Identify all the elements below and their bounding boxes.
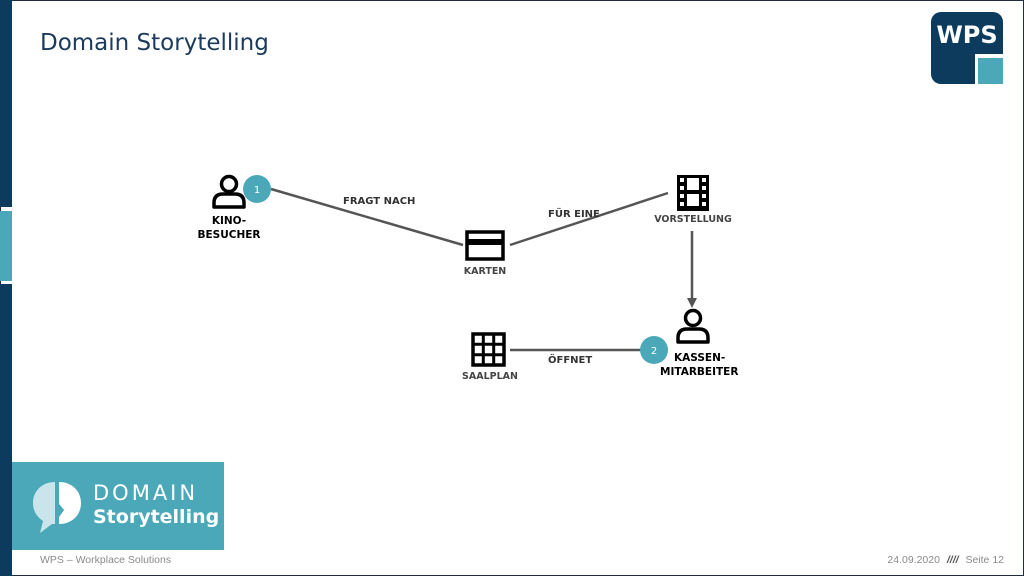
activity-line-fuer-eine [509,191,669,247]
domain-storytelling-logo: DOMAIN Storytelling [12,462,224,550]
footer-info: 24.09.2020 //// Seite 12 [887,554,1004,566]
actor-label-line: MITARBEITER [660,366,738,378]
ds-logo-domain-text: DOMAIN [93,481,199,505]
ds-logo-storytelling-text: Storytelling [93,506,220,528]
person-icon [212,174,246,209]
grid-icon [471,332,506,367]
ticket-card-icon [465,230,505,261]
footer-separator: //// [946,554,959,566]
actor-kassenmitarbeiter: KASSEN- MITARBEITER [660,308,738,378]
work-object-saalplan: SAALPLAN [462,332,518,382]
footer-date: 24.09.2020 [887,554,940,566]
activity-line-fragt-nach [270,187,464,247]
activity-number-badge-1: 1 [243,175,271,203]
work-object-label: VORSTELLUNG [654,214,732,225]
speech-bubbles-icon [33,482,81,533]
badge-number: 1 [254,185,260,196]
work-object-label: SAALPLAN [462,371,518,382]
badge-number: 2 [651,346,657,357]
film-strip-icon [677,175,709,211]
actor-label-line: BESUCHER [197,229,260,241]
actor-label-line: KINO- [212,215,246,227]
actor-label-line: KASSEN- [674,352,725,364]
actor-kinobesucher: KINO- BESUCHER [197,174,261,241]
left-accent-bar [0,284,12,576]
activity-label-fuer-eine: FÜR EINE [548,206,600,220]
wps-logo: WPS [931,12,1003,84]
footer-company: WPS – Workplace Solutions [40,554,172,566]
left-accent-bar [0,0,12,207]
wps-logo-text: WPS [936,21,997,49]
left-accent-bar-highlight [0,211,12,281]
work-object-label: KARTEN [464,266,507,277]
activity-label-fragt-nach: FRAGT NACH [343,196,415,207]
work-object-vorstellung: VORSTELLUNG [654,175,732,225]
activity-label-oeffnet: ÖFFNET [548,352,592,366]
person-icon [676,308,710,344]
work-object-karten: KARTEN [464,230,507,277]
footer-page-number: Seite 12 [965,554,1004,566]
slide-title: Domain Storytelling [40,30,269,56]
activity-number-badge-2: 2 [640,336,668,364]
